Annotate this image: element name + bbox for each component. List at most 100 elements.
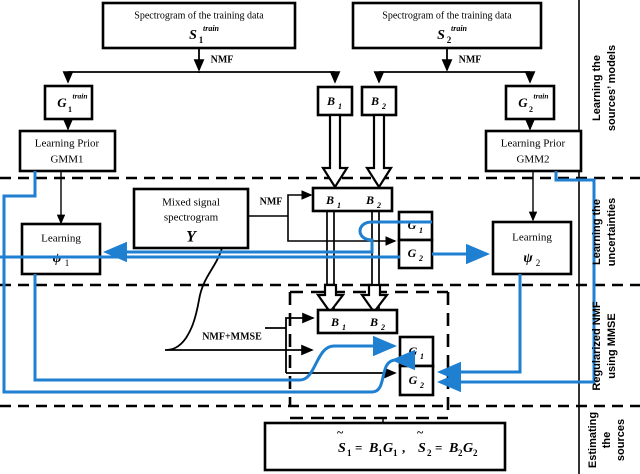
box-b-bottom: [316, 308, 399, 335]
svg-text:2: 2: [473, 448, 478, 458]
gmid1-sub: 1: [419, 226, 423, 235]
stage1-label-line1: Learning the: [591, 55, 603, 121]
svg-text:1: 1: [393, 448, 398, 458]
box-result: [263, 421, 507, 472]
learn1-symbol: ψ: [52, 251, 62, 266]
svg-text:,: ,: [402, 440, 405, 455]
label-nmf-right: NMF: [459, 54, 482, 65]
bmid-sym1: B: [325, 193, 334, 207]
block-arrow-b1-bottom: [315, 283, 346, 314]
svg-text:G: G: [463, 441, 473, 456]
svg-text:G: G: [383, 441, 393, 456]
g2train-sup: train: [533, 92, 548, 101]
svg-text:=: =: [355, 440, 362, 455]
feedback-gmm1-to-gbot: [2, 171, 372, 394]
stage4-label-line1: Estimating: [587, 412, 599, 468]
curve-mixed-to-mmse: [164, 247, 314, 356]
svg-text:B: B: [448, 441, 458, 456]
svg-text:1: 1: [378, 448, 383, 458]
stage1-label-line2: sources’ models: [606, 45, 618, 131]
mmse-fanout: [265, 312, 397, 379]
bus-split-left: [62, 71, 341, 84]
mixed-fanout: [248, 190, 397, 246]
gbot2-sub: 2: [419, 381, 424, 390]
svg-text:S: S: [338, 441, 346, 456]
box-prior-gmm1: [18, 129, 117, 173]
box-learning-psi1: [20, 222, 102, 276]
g2train-symbol: G: [518, 95, 528, 110]
label-nmf-left: NMF: [211, 54, 234, 65]
svg-text:=: =: [435, 440, 442, 455]
gbot2-symbol: G: [409, 373, 418, 387]
learn2-sub: 2: [536, 258, 541, 268]
b1top-sub: 1: [338, 102, 342, 111]
bmid-sub2: 2: [376, 201, 381, 210]
b2top-symbol: B: [370, 94, 379, 108]
box-spectrogram-2: [351, 1, 543, 50]
box-g1-train: [43, 84, 94, 121]
spec2-symbol: S: [437, 28, 445, 43]
feedback-curve-gbot1: [299, 335, 397, 382]
feedback-psi1-down: [33, 274, 300, 382]
stage3-label-line2: using MMSE: [606, 313, 618, 378]
spec1-sup: train: [203, 24, 220, 33]
box-mixed-signal: [132, 187, 250, 250]
g1train-sub: 1: [68, 105, 72, 114]
spec2-line1: Spectrogram of the training data: [382, 10, 512, 21]
feedback-curve-gbot1b: [371, 349, 415, 394]
prior2-line1: Learning Prior: [501, 138, 566, 150]
result-equation: S ~ 1 = B 1 G 1 , S ~ 2 = B 2 G 2: [337, 425, 478, 458]
bbot-sub2: 2: [380, 323, 385, 332]
prior1-line1: Learning Prior: [35, 138, 100, 150]
b1top-symbol: B: [326, 94, 335, 108]
gbot1-symbol: G: [409, 344, 418, 358]
block-arrow-b1-down: [321, 113, 349, 190]
svg-text:~: ~: [417, 425, 424, 439]
box-prior-gmm2: [484, 129, 583, 173]
bus-split-right: [373, 71, 536, 84]
dashed-group-box: [288, 290, 450, 420]
spec1-symbol: S: [189, 28, 197, 43]
gmid2-sub: 2: [418, 254, 423, 263]
mixed-symbol: Y: [186, 229, 197, 246]
learn2-line1: Learning: [512, 232, 552, 244]
feedback-paths: [0, 171, 596, 394]
bbot-sym1: B: [330, 315, 339, 329]
learn1-sub: 1: [65, 258, 70, 268]
stage-labels: Learning the sources’ models Learning th…: [587, 45, 627, 468]
box-b-mid: [311, 186, 394, 213]
gmid1-symbol: G: [408, 218, 417, 232]
feedback-psi2-to-gbot2: [437, 274, 522, 383]
gbot1-sub: 1: [420, 352, 424, 361]
stage3-label-line1: Regularized NMF: [591, 301, 603, 391]
box-learning-psi2: [491, 220, 573, 276]
bmid-sub1: 1: [337, 201, 341, 210]
gmid2-symbol: G: [408, 246, 417, 260]
svg-text:1: 1: [347, 448, 352, 458]
label-nmf-mixed: NMF: [260, 196, 283, 207]
feedback-gmm2-to-gbot2: [437, 171, 596, 393]
spec1-sub: 1: [199, 35, 204, 45]
prior1-line2: GMM1: [50, 154, 83, 166]
spec1-line1: Spectrogram of the training data: [134, 10, 264, 21]
g2train-sub: 2: [529, 105, 533, 114]
mixed-line1: Mixed signal: [162, 197, 220, 209]
learn1-line1: Learning: [41, 233, 81, 245]
stage2-label-line1: Learning the: [591, 199, 603, 265]
stage2-label-line2: uncertainties: [606, 198, 618, 266]
mixed-line2: spectrogram: [164, 212, 219, 224]
box-g2-bottom: [398, 364, 435, 397]
spec2-sub: 2: [447, 35, 452, 45]
block-arrow-b2-bottom: [359, 283, 390, 314]
svg-text:B: B: [368, 441, 378, 456]
svg-text:S: S: [418, 441, 426, 456]
bmid-sym2: B: [365, 193, 374, 207]
bbot-sym2: B: [369, 315, 378, 329]
label-nmf-mmse: NMF+MMSE: [202, 331, 262, 342]
stage4-label-line3: sources: [615, 419, 627, 461]
feedback-gmid-to-psi1: [103, 220, 432, 263]
stage4-label-line2: the: [601, 432, 613, 449]
block-arrow-b2-down: [365, 113, 393, 190]
bbot-sub1: 1: [342, 323, 346, 332]
